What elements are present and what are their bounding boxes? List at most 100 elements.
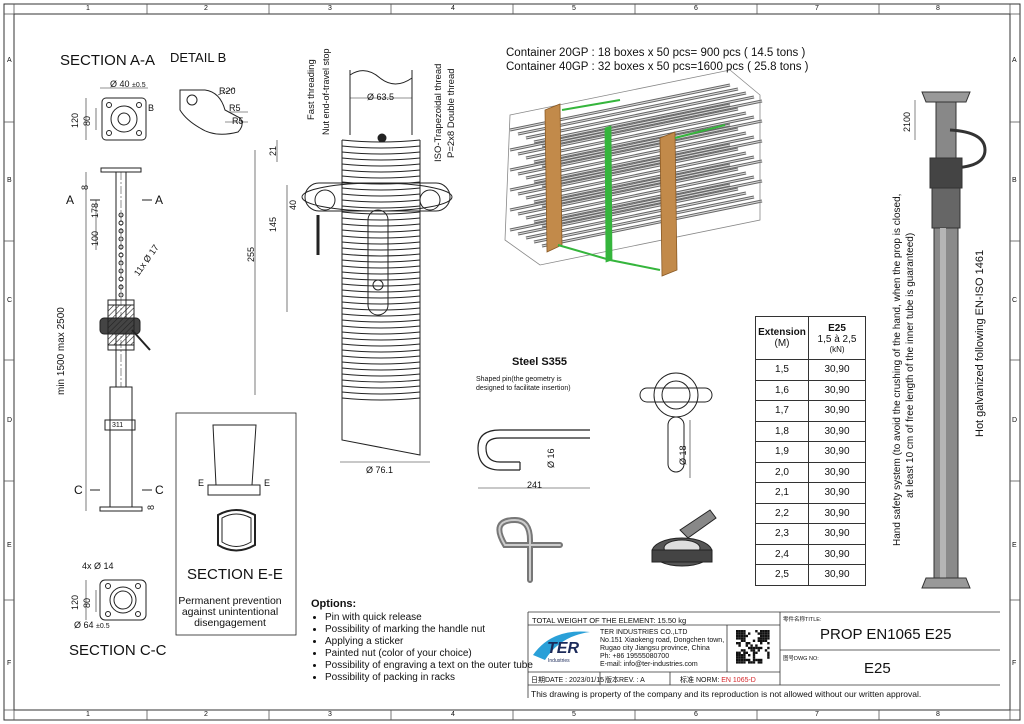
grid-row-label: E xyxy=(7,542,12,549)
section-aa-title: SECTION A-A xyxy=(60,52,156,69)
load-table-ext: 2,5 xyxy=(755,564,809,586)
options-heading: Options: xyxy=(311,598,357,610)
container-20gp: Container 20GP : 18 boxes x 50 pcs= 900 … xyxy=(506,47,806,59)
thread-detail-view xyxy=(254,70,453,463)
note-pitch: P=2x8 Double thread xyxy=(446,68,457,158)
thread-lines xyxy=(341,139,421,401)
cut-a-left: A xyxy=(66,193,75,207)
options-list: Options: Pin with quick releasePossibili… xyxy=(311,598,533,684)
dim-d76: Ø 76.1 xyxy=(366,465,394,475)
tb-rev: 版本REV. : A xyxy=(605,677,645,684)
grid-col-label: 2 xyxy=(204,711,208,718)
dim-40b: 40 xyxy=(288,199,298,210)
tb-company: TER INDUSTRIES CO.,LTD No.151 Xiaokeng r… xyxy=(600,629,725,668)
load-table-ext: 2,1 xyxy=(755,482,809,504)
grid-col-label: 1 xyxy=(86,711,90,718)
bundle-tubes xyxy=(504,69,763,266)
note-nut-stop: Nut end-of-travel stop xyxy=(321,48,331,135)
load-table-ext: 1,9 xyxy=(755,441,809,463)
dim-8b: 8 xyxy=(146,504,156,510)
grid-col-label: 6 xyxy=(694,5,698,12)
container-40gp: Container 40GP : 32 boxes x 50 pcs=1600 … xyxy=(506,61,809,73)
dim-r5a: R5 xyxy=(229,103,241,113)
option-item: Possibility of packing in racks xyxy=(325,672,533,684)
load-table-load: 30,90 xyxy=(808,543,866,565)
pin-holes xyxy=(118,212,124,298)
option-item: Possibility of marking the handle nut xyxy=(325,624,533,636)
detail-b-view xyxy=(179,87,248,135)
grid-col-label: 7 xyxy=(815,711,819,718)
load-table-ext: 2,2 xyxy=(755,502,809,524)
grid-col-label: 2 xyxy=(204,5,208,12)
grid-col-label: 4 xyxy=(451,711,455,718)
label-b: B xyxy=(148,103,155,113)
cut-e-right: E xyxy=(264,478,271,488)
option-item: Pin with quick release xyxy=(325,612,533,624)
pin-drawing xyxy=(477,429,590,489)
grid-col-label: 3 xyxy=(328,5,332,12)
packaging-bundle-view xyxy=(504,69,763,277)
dim-178: 178 xyxy=(90,202,100,218)
dim-100: 100 xyxy=(90,230,100,246)
section-cc-view xyxy=(85,579,147,621)
load-table-load: 30,90 xyxy=(808,523,866,545)
nut-top-view xyxy=(639,372,713,478)
tb-date: 日期DATE : 2023/01/15 xyxy=(531,677,605,684)
dim-r20: R20 xyxy=(219,86,236,96)
dim-255: 255 xyxy=(246,246,256,262)
load-table-load: 30,90 xyxy=(808,461,866,483)
dim-145: 145 xyxy=(268,216,278,232)
section-ee-view xyxy=(175,412,297,636)
grid-row-label: F xyxy=(7,660,12,667)
note-galvanized: Hot galvanized following EN-ISO 1461 xyxy=(974,249,986,437)
pin-3d-view xyxy=(496,516,563,583)
dim-80: 80 xyxy=(82,115,92,126)
grid-row-label: A xyxy=(1012,57,1017,64)
dim-120: 120 xyxy=(70,112,80,128)
option-item: Painted nut (color of your choice) xyxy=(325,648,533,660)
tb-dwg-label: 图号DWG NO: xyxy=(783,656,819,662)
dim-21: 21 xyxy=(268,145,278,156)
note-safety-2: at least 10 cm of free length of the inn… xyxy=(905,232,916,498)
prop-side-view xyxy=(85,167,152,512)
steel-label: Steel S355 xyxy=(512,356,568,368)
grid-col-label: 8 xyxy=(936,5,940,12)
prop-right-view xyxy=(914,91,987,589)
load-table-load: 30,90 xyxy=(808,359,866,381)
load-table-load: 30,90 xyxy=(808,564,866,586)
cut-c-left: C xyxy=(74,483,83,497)
grid-row-label: B xyxy=(7,177,12,184)
load-table-ext: 2,0 xyxy=(755,461,809,483)
grid-row-label: D xyxy=(7,417,13,424)
tb-logo-sub: Industries xyxy=(548,658,570,664)
dim-d16: Ø 16 xyxy=(546,448,556,468)
dim-120b: 120 xyxy=(70,594,80,610)
load-table-load: 30,90 xyxy=(808,502,866,524)
grid-col-label: 1 xyxy=(86,5,90,12)
load-table-load: 30,90 xyxy=(808,482,866,504)
grid-col-label: 7 xyxy=(815,5,819,12)
tb-norm: 标准 NORM: EN 1065-D xyxy=(680,677,756,684)
option-item: Applying a sticker xyxy=(325,636,533,648)
grid-col-label: 5 xyxy=(572,5,576,12)
section-aa-view xyxy=(85,87,148,141)
load-table-ext: 1,5 xyxy=(755,359,809,381)
cut-c-right: C xyxy=(155,483,164,497)
load-table-load: 30,90 xyxy=(808,420,866,442)
grid-row-label: F xyxy=(1012,660,1017,667)
grid-row-label: C xyxy=(7,297,13,304)
qr-code xyxy=(736,630,770,664)
cut-a-right: A xyxy=(155,193,164,207)
title-block-frame xyxy=(527,611,1000,698)
load-table-ext: 1,8 xyxy=(755,420,809,442)
